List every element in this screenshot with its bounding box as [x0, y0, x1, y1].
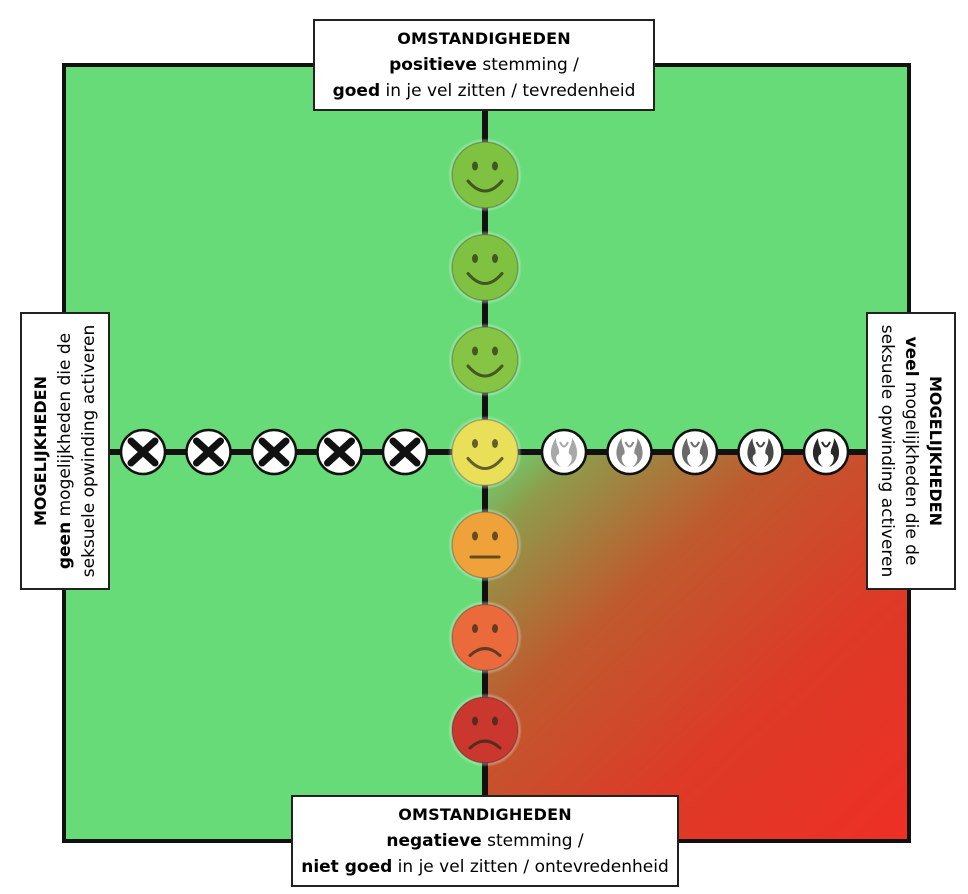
bottom-title: OMSTANDIGHEDEN — [398, 805, 572, 824]
bottom-line-2: negatieve stemming / — [386, 831, 584, 851]
happy-smiley-icon — [448, 323, 522, 397]
many-possibilities-scale — [540, 428, 850, 476]
mood-scale — [448, 138, 522, 767]
no-possibilities-scale — [119, 428, 429, 476]
x-mark-icon — [119, 428, 167, 476]
sad-smiley-icon — [448, 600, 522, 675]
flame-icon — [606, 428, 653, 476]
bottom-label-box: OMSTANDIGHEDEN negatieve stemming / niet… — [291, 795, 679, 887]
flame-icon — [737, 428, 784, 476]
left-line-2: geen mogelijkheden die de — [55, 332, 75, 570]
x-mark-icon — [316, 428, 363, 476]
bottom-line-3: niet goed in je vel zitten / ontevredenh… — [301, 857, 669, 877]
flame-icon — [802, 428, 850, 476]
happy-smiley-icon — [448, 415, 522, 490]
x-mark-icon — [381, 428, 429, 476]
sad-smiley-icon — [448, 693, 522, 767]
flame-icon — [540, 428, 588, 476]
right-label-box: MOGELIJKHEDEN veel mogelijkheden die de … — [866, 312, 956, 590]
right-title: MOGELIJKHEDEN — [926, 375, 945, 526]
right-line-3: seksuele opwinding activeren — [877, 324, 897, 578]
flame-icon — [671, 428, 719, 476]
neutral-smiley-icon — [448, 508, 522, 582]
top-line-3: goed in je vel zitten / tevredenheid — [332, 81, 636, 101]
left-title: MOGELIJKHEDEN — [31, 376, 50, 527]
left-label-box: MOGELIJKHEDEN geen mogelijkheden die de … — [20, 312, 110, 590]
top-label-box: OMSTANDIGHEDEN positieve stemming / goed… — [313, 19, 655, 111]
x-mark-icon — [185, 428, 232, 476]
left-line-3: seksuele opwinding activeren — [79, 324, 99, 578]
happy-smiley-icon — [448, 138, 522, 212]
happy-smiley-icon — [448, 230, 522, 305]
top-title: OMSTANDIGHEDEN — [397, 29, 571, 48]
top-line-2: positieve stemming / — [389, 55, 579, 75]
x-mark-icon — [250, 428, 298, 476]
red-risk-quadrant — [485, 452, 909, 841]
right-line-2: veel mogelijkheden die de — [901, 336, 921, 566]
